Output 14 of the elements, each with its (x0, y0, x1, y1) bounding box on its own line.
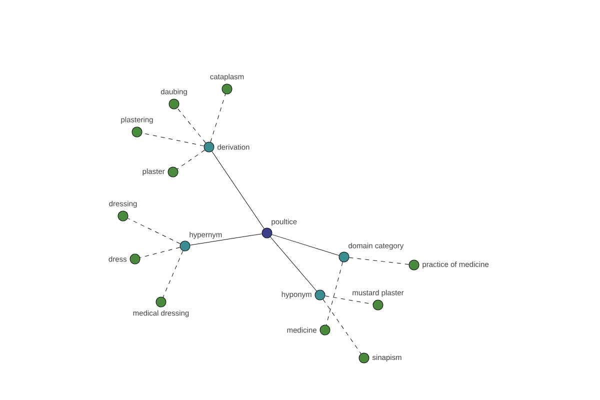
dashed-connector (127, 218, 181, 244)
connector (270, 236, 317, 292)
dashed-connector (326, 262, 343, 326)
dashed-connector (210, 94, 226, 142)
connector (212, 151, 264, 229)
dashed-connector (162, 250, 184, 298)
dashed-connector (177, 108, 206, 144)
dashed-connector (348, 257, 410, 265)
dashed-connector (322, 299, 362, 354)
dashed-connector (177, 150, 205, 170)
connector (272, 234, 340, 256)
connector (190, 234, 262, 246)
dashed-connector (324, 296, 374, 304)
dashed-connector (140, 247, 180, 258)
